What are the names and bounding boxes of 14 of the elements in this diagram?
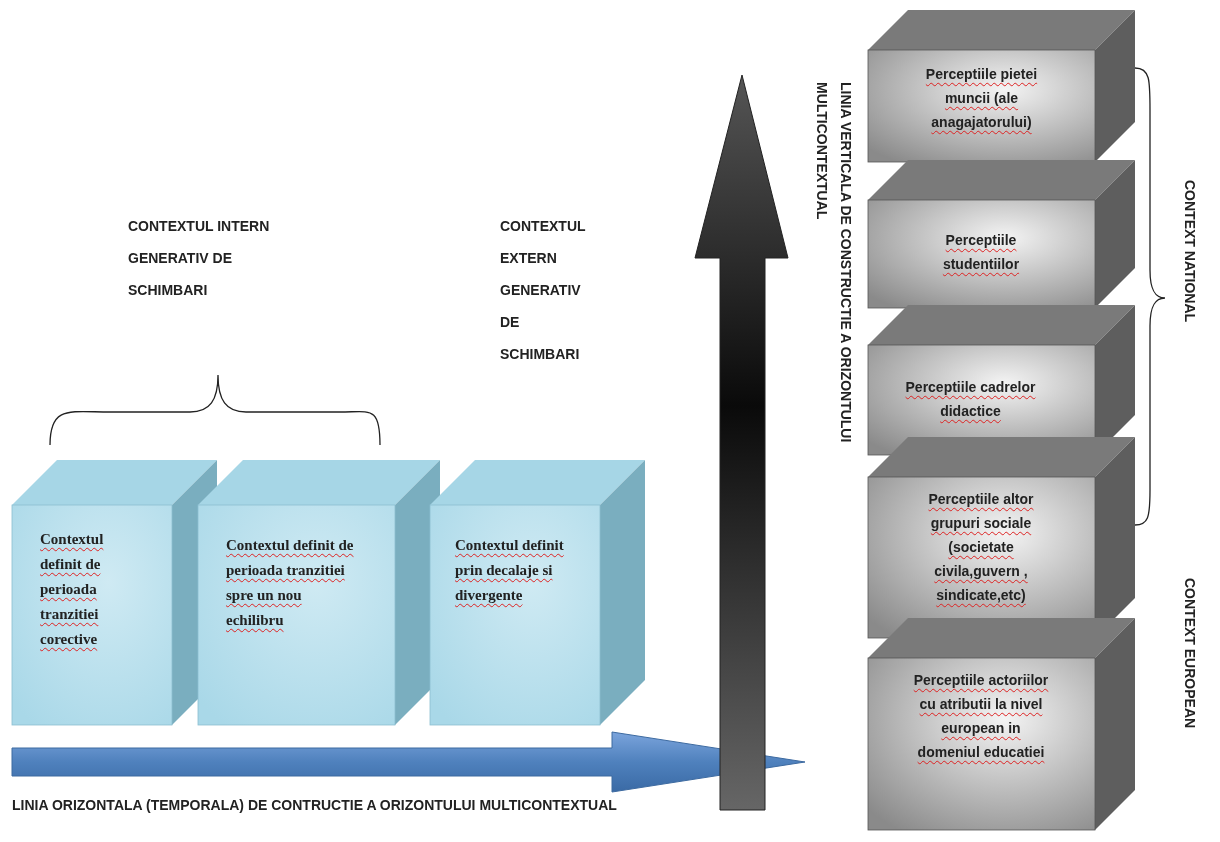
text-label: LINIA VERTICALA DE CONSTRUCTIE A ORIZONTULUI MULTICONTEXTUAL — [813, 82, 855, 445]
cube-text: Contextul definit de perioada tranzitiei corective — [40, 530, 105, 649]
cube-text: Perceptiile cadrelor didactice — [904, 378, 1037, 421]
cube-text: Perceptiile studentiilor — [941, 231, 1021, 274]
text-label: CONTEXTUL EXTERN GENERATIV DE SCHIMBARI — [500, 217, 587, 364]
text-label: CONTEXT EUROPEAN — [1181, 578, 1199, 729]
cube-text: Perceptiile pietei muncii (ale anagajatorului) — [924, 65, 1039, 132]
text-label: CONTEXTUL INTERN GENERATIV DE SCHIMBARI — [128, 217, 271, 300]
text-label: CONTEXT NATIONAL — [1181, 180, 1199, 323]
cube-text: Perceptiile altor grupuri sociale (societate civila,guvern , sindicate,etc) — [927, 490, 1035, 605]
text-label: LINIA ORIZONTALA (TEMPORALA) DE CONTRUCTIE A ORIZONTULUI MULTICONTEXTUAL — [12, 796, 618, 815]
cube-text: Contextul definit de perioada tranzitiei spre un nou echilibru — [226, 536, 354, 630]
cube-text: Perceptiile actoriilor cu atributii la nivel european in domeniul educatiei — [912, 671, 1050, 762]
cube-text: Contextul definit prin decalaje si divergente — [455, 536, 565, 605]
